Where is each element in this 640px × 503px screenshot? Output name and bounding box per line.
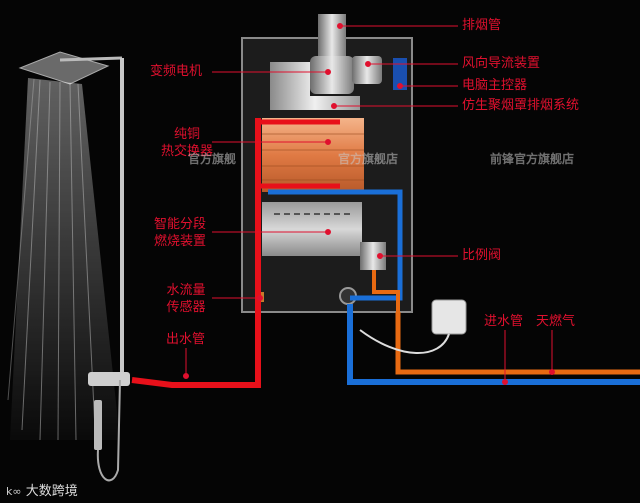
power-cable: [359, 329, 450, 354]
computer-controller: [393, 58, 407, 90]
watermark-store-right: 前锋官方旗舰店: [490, 152, 575, 166]
gas-pipe: [395, 312, 640, 375]
label-burner-line1: 智能分段: [153, 217, 206, 232]
handheld-shower: [94, 400, 102, 450]
shower-hose: [96, 379, 121, 482]
leader-lines: [183, 23, 555, 385]
mixer-valve: [88, 372, 130, 386]
label-copper-exchanger-line1: 纯铜: [173, 127, 200, 142]
label-bionic-hood: 仿生聚烟罩排烟系统: [462, 98, 580, 113]
variable-motor: [310, 56, 354, 94]
label-burner-line2: 燃烧装置: [153, 234, 206, 249]
gas-to-valve: [372, 270, 400, 312]
cold-loop: [268, 189, 403, 301]
power-socket: [431, 299, 467, 335]
label-inlet-pipe: 进水管: [484, 314, 524, 329]
watermark-store-center: 官方旗舰店: [338, 152, 399, 166]
label-flow-sensor-line2: 传感器: [166, 300, 206, 315]
logo-text: 大数跨境: [25, 484, 78, 499]
watermark-store-left: 官方旗舰: [188, 152, 237, 166]
label-flue-pipe: 排烟管: [462, 18, 502, 33]
label-proportional-valve: 比例阀: [462, 248, 502, 263]
hot-water-pipe: [131, 118, 261, 388]
label-burner: 智能分段 燃烧装置: [148, 216, 212, 250]
logo-icon: k∞: [6, 485, 22, 498]
label-copper-exchanger-line2: 热交换器: [160, 144, 213, 159]
shower-assembly: [7, 51, 130, 482]
water-spray: [7, 78, 120, 441]
brand-logo: k∞ 大数跨境: [6, 480, 78, 499]
flue-pipe: [318, 14, 346, 56]
cold-water-pipe: [347, 304, 640, 385]
label-copper-exchanger: 纯铜 热交换器: [160, 126, 214, 160]
burner: [262, 202, 362, 256]
wind-guide: [352, 56, 382, 84]
shower-arm: [59, 56, 123, 62]
exchanger-fins: [262, 133, 364, 181]
label-gas: 天燃气: [536, 314, 576, 329]
bionic-hood: [270, 62, 360, 110]
label-computer-controller: 电脑主控器: [462, 78, 528, 93]
label-outlet-pipe: 出水管: [166, 332, 206, 347]
label-flow-sensor: 水流量 传感器: [160, 282, 212, 316]
label-flow-sensor-line1: 水流量: [166, 283, 206, 298]
label-variable-motor: 变频电机: [150, 64, 203, 79]
label-wind-guide: 风向导流装置: [462, 56, 541, 71]
